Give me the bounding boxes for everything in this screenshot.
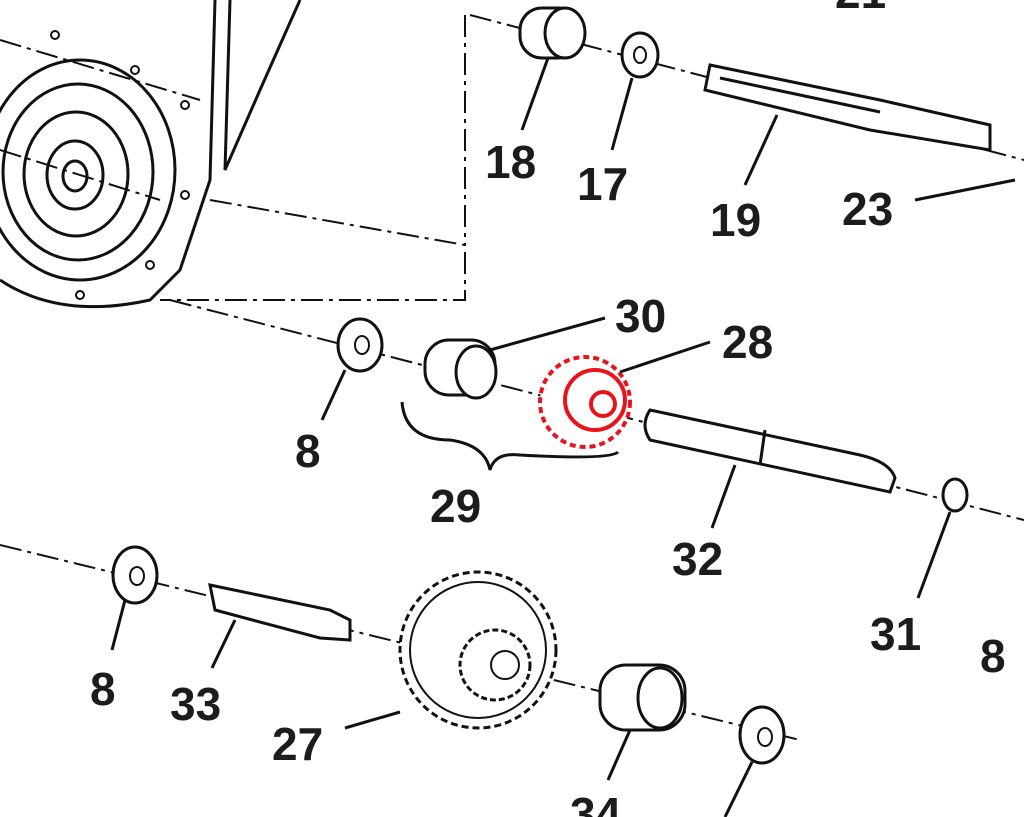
label-8: 8 [295, 425, 321, 477]
shaft-19 [703, 63, 1016, 202]
label-34: 34 [570, 788, 622, 817]
label-21: 21 [835, 0, 886, 18]
shaft-33 [208, 583, 352, 669]
clip-31 [916, 477, 969, 599]
washer-lower-right [723, 705, 786, 817]
label-32: 32 [672, 533, 723, 585]
label-27: 27 [272, 718, 323, 770]
label-8-lower: 8 [90, 663, 116, 715]
gear-27 [344, 570, 558, 730]
label-8-right: 8 [980, 630, 1006, 682]
washer-8 [320, 317, 384, 421]
bearing-30 [423, 316, 606, 400]
label-17: 17 [577, 158, 628, 210]
shaft-32 [643, 408, 897, 529]
label-31: 31 [870, 608, 921, 660]
label-33: 33 [170, 678, 221, 730]
gearbox-housing [0, 0, 466, 309]
bushing-34 [598, 663, 687, 781]
washer-8-lower [110, 545, 159, 651]
label-23: 23 [842, 183, 893, 235]
label-29: 29 [430, 480, 481, 532]
gear-28-highlighted [538, 340, 711, 449]
label-28: 28 [722, 316, 773, 368]
label-18: 18 [485, 136, 536, 188]
label-19: 19 [710, 194, 761, 246]
label-30: 30 [615, 290, 666, 342]
bracket-29 [400, 401, 620, 471]
washer-17 [610, 31, 660, 151]
bearing-18 [518, 6, 587, 131]
